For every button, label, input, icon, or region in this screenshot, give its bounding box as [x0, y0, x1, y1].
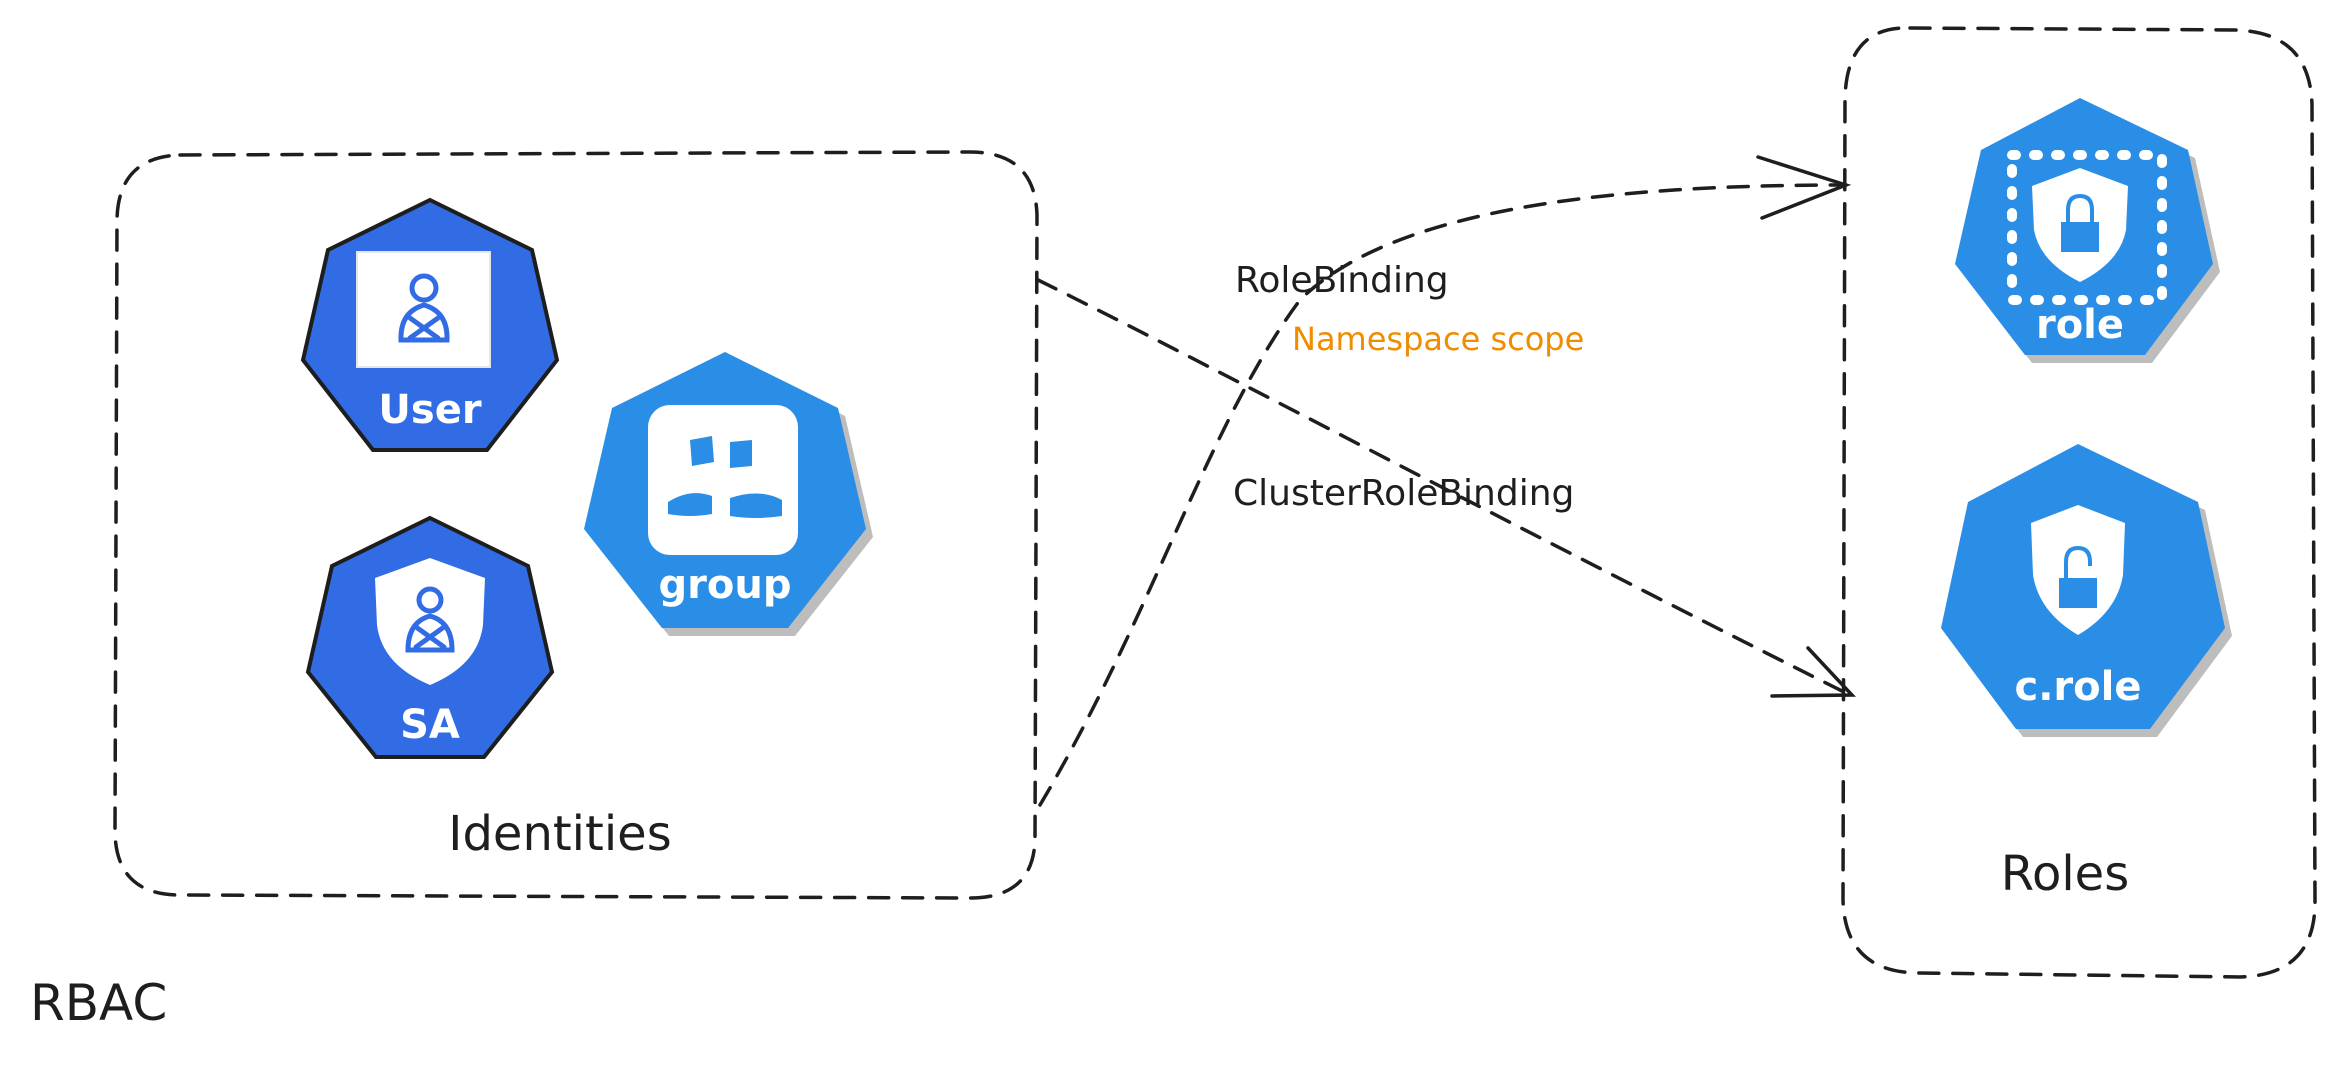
role-binding-arrowhead — [1756, 155, 1852, 220]
role-binding-label: RoleBinding — [1235, 260, 1449, 301]
user-card-icon — [356, 251, 491, 368]
c-role-label: c.role — [2015, 664, 2142, 710]
identities-container — [113, 150, 1039, 900]
diagram-title: RBAC — [30, 974, 167, 1032]
sa-label: SA — [400, 702, 460, 748]
user-icon — [398, 273, 450, 343]
group-node: group — [584, 352, 873, 636]
cluster-role-binding-connector — [1036, 278, 1852, 697]
service-account-node: SA — [305, 515, 555, 759]
identities-label: Identities — [448, 806, 671, 862]
cluster-role-node: c.role — [1941, 444, 2232, 737]
role-binding-connector — [1038, 183, 1848, 807]
cluster-role-binding-label: ClusterRoleBinding — [1233, 473, 1574, 514]
role-label: role — [2036, 302, 2124, 348]
cluster-role-lock-icon — [2059, 545, 2097, 608]
role-dotted-box — [2007, 150, 2167, 305]
group-label: group — [659, 562, 792, 608]
sa-person-icon — [405, 586, 455, 653]
group-inner-marks — [668, 436, 782, 518]
user-label: User — [378, 387, 481, 433]
cluster-role-binding-arrowhead — [1770, 646, 1856, 698]
namespace-scope-note: Namespace scope — [1292, 320, 1584, 358]
role-lock-icon — [2061, 193, 2099, 252]
roles-container — [1841, 26, 2317, 979]
service-account-icon — [375, 558, 485, 685]
user-node: User — [300, 197, 560, 452]
group-icon — [648, 405, 798, 555]
c-role-shield-icon — [2031, 505, 2125, 635]
role-node: role — [1955, 98, 2220, 363]
roles-label: Roles — [2001, 846, 2129, 902]
